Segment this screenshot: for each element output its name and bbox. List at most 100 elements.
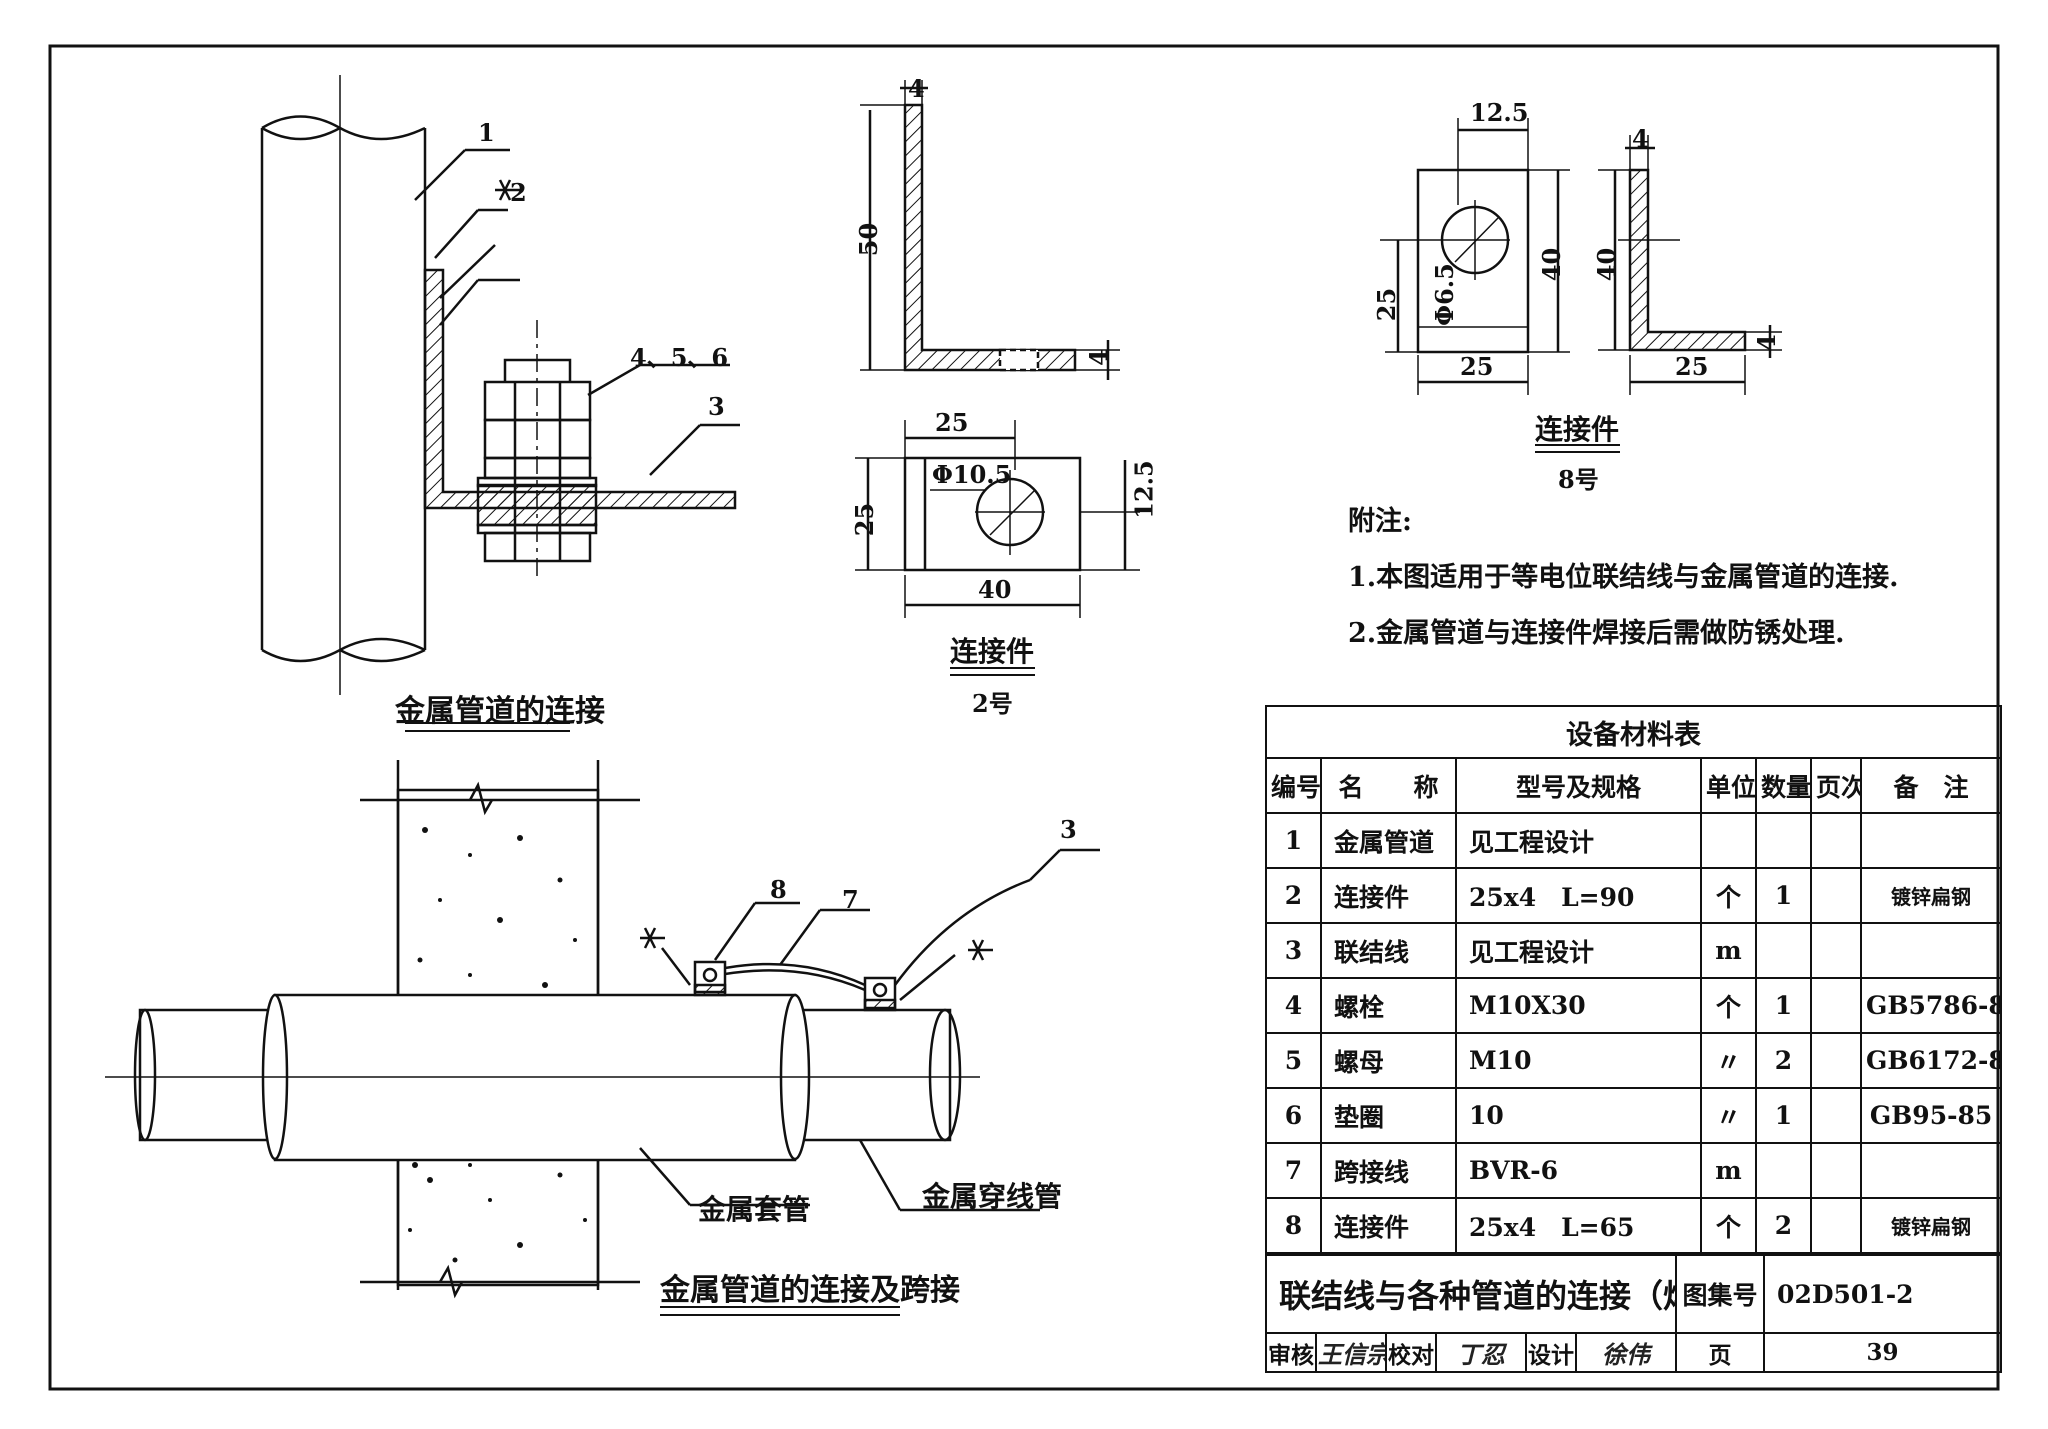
header-cell: 编号 [1265, 757, 1322, 814]
header-cell: 单位 [1700, 757, 1757, 814]
row-remark: GB95-85 [1859, 1087, 2003, 1144]
header-cell: 页次 [1810, 757, 1862, 814]
row-name: 联结线 [1320, 922, 1457, 979]
check-signature: 丁忍 [1435, 1332, 1527, 1373]
row-name: 连接件 [1320, 1197, 1457, 1254]
row-name: 螺栓 [1320, 977, 1457, 1034]
material-table: 设备材料表 编号 名 称 型号及规格 单位 数量 页次 备 注 1 金属管道 见… [1264, 705, 2003, 1254]
part8-views [1380, 118, 1782, 453]
callout-2: 2 [510, 178, 527, 207]
part8-dim-bottom: 25 [1460, 352, 1494, 381]
row-qty: 2 [1755, 1032, 1812, 1089]
notes-heading: 附注: [1348, 506, 1412, 537]
callout-4-5-6: 4、5、6 [630, 343, 729, 372]
row-remark [1859, 922, 2003, 979]
part2-dim-thickness-side: 4 [1083, 349, 1113, 366]
row-remark [1859, 1142, 2003, 1199]
row-qty [1755, 812, 1812, 869]
row-unit: m [1700, 922, 1757, 979]
part2-number: 2号 [972, 689, 1013, 718]
header-cell: 数量 [1755, 757, 1812, 814]
note-item-2: 2.金属管道与连接件焊接后需做防锈处理. [1348, 618, 1845, 649]
row-spec: BVR-6 [1455, 1142, 1702, 1199]
row-spec: 见工程设计 [1455, 812, 1702, 869]
concrete-texture [408, 827, 587, 1263]
table-row: 3 联结线 见工程设计 m [1265, 922, 2003, 979]
part8-side-width: 25 [1675, 352, 1709, 381]
table-row: 5 螺母 M10 〃 2 GB6172-86 [1265, 1032, 2003, 1089]
row-qty [1755, 1142, 1812, 1199]
design-signature: 徐伟 [1574, 1332, 1678, 1373]
part2-dim-hole: Φ10.5 [932, 460, 1012, 489]
note-item-1: 1.本图适用于等电位联结线与金属管道的连接. [1348, 562, 1899, 593]
title-block: 联结线与各种管道的连接（焊接法） 图集号 02D501-2 审核 王信宗 校对 … [1264, 1254, 2003, 1373]
row-number: 3 [1265, 922, 1322, 979]
part8-dim-right: 40 [1537, 247, 1567, 282]
row-remark [1859, 812, 2003, 869]
part2-dim-half: 12.5 [1129, 460, 1159, 519]
callout-1: 1 [478, 118, 495, 147]
part2-dim-length: 40 [978, 575, 1012, 604]
row-unit: 个 [1700, 867, 1757, 924]
row-number: 7 [1265, 1142, 1322, 1199]
row-remark: GB6172-86 [1859, 1032, 2003, 1089]
row-name: 垫圈 [1320, 1087, 1457, 1144]
table-row: 1 金属管道 见工程设计 [1265, 812, 2003, 869]
row-unit: 个 [1700, 1197, 1757, 1254]
page-label: 页 [1675, 1332, 1766, 1373]
check-label: 校对 [1385, 1332, 1437, 1373]
row-page [1810, 867, 1862, 924]
sleeve-label: 金属套管 [698, 1193, 811, 1226]
table-row: 2 连接件 25x4 L=90 个 1 镀锌扁钢 [1265, 867, 2003, 924]
row-spec: 25x4 L=90 [1455, 867, 1702, 924]
row-page [1810, 977, 1862, 1034]
row-remark: 镀锌扁钢 [1859, 1197, 2003, 1254]
atlas-number: 02D501-2 [1763, 1254, 2003, 1334]
row-unit: 〃 [1700, 1087, 1757, 1144]
table-row: 7 跨接线 BVR-6 m [1265, 1142, 2003, 1199]
material-table-block: 设备材料表 编号 名 称 型号及规格 单位 数量 页次 备 注 1 金属管道 见… [1264, 705, 2003, 1373]
review-label: 审核 [1265, 1332, 1317, 1373]
row-remark: GB5786-86 [1859, 977, 2003, 1034]
row-page [1810, 922, 1862, 979]
callout-7: 7 [842, 885, 859, 914]
row-number: 5 [1265, 1032, 1322, 1089]
callout-3-top: 3 [708, 392, 725, 421]
row-unit: 个 [1700, 977, 1757, 1034]
conduit-label: 金属穿线管 [922, 1180, 1063, 1213]
part8-dim-left: 25 [1372, 287, 1402, 322]
atlas-label: 图集号 [1675, 1254, 1766, 1334]
row-name: 螺母 [1320, 1032, 1457, 1089]
row-unit: 〃 [1700, 1032, 1757, 1089]
row-page [1810, 1032, 1862, 1089]
table-row: 8 连接件 25x4 L=65 个 2 镀锌扁钢 [1265, 1197, 2003, 1254]
row-spec: M10X30 [1455, 977, 1702, 1034]
part2-dim-width-top: 25 [935, 408, 969, 437]
material-table-header: 编号 名 称 型号及规格 单位 数量 页次 备 注 [1265, 757, 2003, 814]
table-row: 4 螺栓 M10X30 个 1 GB5786-86 [1265, 977, 2003, 1034]
header-cell: 备 注 [1859, 757, 2003, 814]
callout-8: 8 [770, 875, 787, 904]
row-unit [1700, 812, 1757, 869]
material-table-caption: 设备材料表 [1264, 705, 2003, 759]
design-label: 设计 [1525, 1332, 1577, 1373]
row-remark: 镀锌扁钢 [1859, 867, 2003, 924]
row-name: 连接件 [1320, 867, 1457, 924]
row-spec: 见工程设计 [1455, 922, 1702, 979]
row-page [1810, 812, 1862, 869]
drawing-title: 联结线与各种管道的连接（焊接法） [1264, 1254, 1678, 1334]
row-spec: 10 [1455, 1087, 1702, 1144]
part8-title: 连接件 [1535, 413, 1620, 446]
part2-dim-height: 50 [854, 222, 884, 257]
part8-side-thickness: 4 [1751, 334, 1781, 351]
row-unit: m [1700, 1142, 1757, 1199]
row-spec: 25x4 L=65 [1455, 1197, 1702, 1254]
row-page [1810, 1087, 1862, 1144]
notes: 附注: 1.本图适用于等电位联结线与金属管道的连接. 2.金属管道与连接件焊接后… [1348, 494, 1899, 662]
pipe-bridge-view [105, 760, 1100, 1316]
part8-side-height: 40 [1592, 247, 1622, 282]
callout-3-bottom: 3 [1060, 815, 1077, 844]
table-row: 6 垫圈 10 〃 1 GB95-85 [1265, 1087, 2003, 1144]
row-number: 4 [1265, 977, 1322, 1034]
